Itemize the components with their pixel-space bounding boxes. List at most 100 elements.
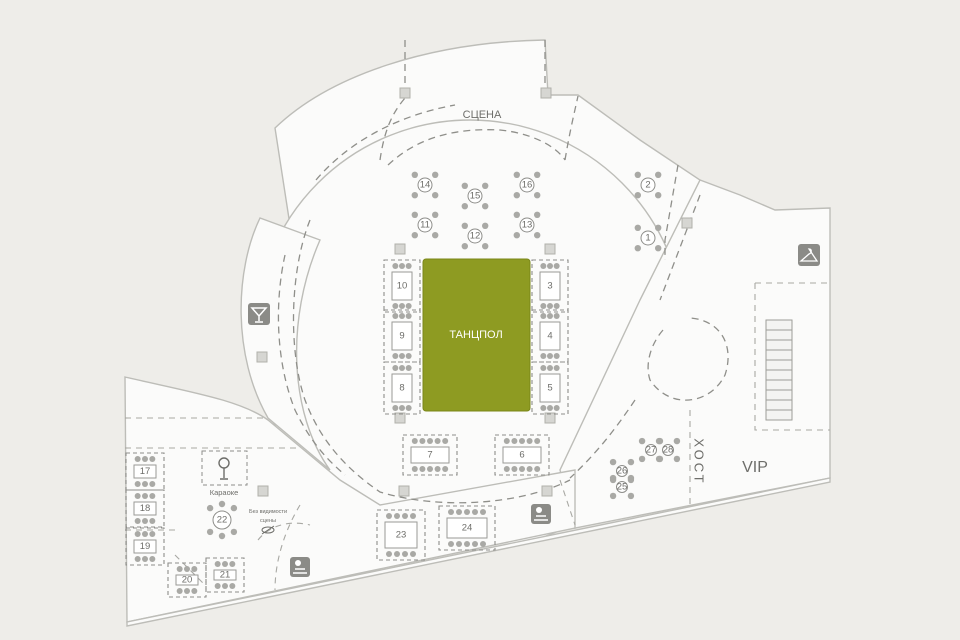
rect-table-21[interactable]: 21 <box>205 557 245 593</box>
round-table-15[interactable]: 15 <box>461 182 489 210</box>
seat <box>634 245 641 252</box>
rect-table-18[interactable]: 18 <box>125 489 165 528</box>
round-table-2[interactable]: 2 <box>634 171 662 199</box>
seat <box>411 466 418 472</box>
seat <box>142 518 148 524</box>
rect-table-10[interactable]: 10 <box>383 259 421 313</box>
round-table-16[interactable]: 16 <box>513 171 541 199</box>
seat <box>553 405 560 411</box>
round-table-11[interactable]: 11 <box>411 211 439 239</box>
round-table-28[interactable]: 28 <box>655 437 681 463</box>
seat <box>432 211 439 218</box>
table-top <box>467 228 483 244</box>
table-number: 19 <box>140 541 151 552</box>
table-number: 13 <box>522 220 533 231</box>
round-table-1[interactable]: 1 <box>634 224 662 252</box>
seat <box>673 437 681 445</box>
seat <box>655 455 663 463</box>
table-top <box>616 465 628 477</box>
seat <box>547 405 553 411</box>
rect-table-6[interactable]: 6 <box>494 434 550 476</box>
table-number: 11 <box>420 220 430 231</box>
seat <box>411 171 418 178</box>
seat <box>392 263 399 269</box>
seat <box>634 171 641 178</box>
round-table-12[interactable]: 12 <box>461 222 489 250</box>
rect-table-7[interactable]: 7 <box>402 434 458 476</box>
seat <box>411 438 418 444</box>
seat <box>519 466 525 472</box>
seat <box>442 466 449 472</box>
seat <box>405 263 412 269</box>
round-table-14[interactable]: 14 <box>411 171 439 199</box>
seat <box>149 531 156 537</box>
seat <box>134 481 141 487</box>
table-top <box>539 373 561 403</box>
table-number: 12 <box>470 231 481 242</box>
seat <box>392 365 399 371</box>
seat <box>472 509 478 515</box>
table-top <box>539 271 561 301</box>
seat <box>432 232 439 239</box>
seat <box>461 182 468 189</box>
seat <box>540 405 547 411</box>
seat <box>214 583 221 589</box>
table-top <box>391 271 413 301</box>
seat <box>655 192 662 199</box>
table-top <box>133 464 157 479</box>
seat <box>419 438 426 444</box>
seat <box>519 438 525 444</box>
seat <box>503 466 510 472</box>
seat <box>547 365 553 371</box>
seat <box>399 263 405 269</box>
no-view-label-2: сцены <box>260 518 276 524</box>
table-top <box>133 501 157 516</box>
seat <box>206 528 214 536</box>
dj-icon <box>531 504 551 524</box>
seat <box>218 500 226 508</box>
seat <box>230 528 238 536</box>
seat <box>673 455 681 463</box>
seat <box>655 224 662 231</box>
seat <box>411 192 418 199</box>
rect-table-20[interactable]: 20 <box>167 562 207 598</box>
cocktail-icon <box>248 303 270 325</box>
rect-table-3[interactable]: 3 <box>531 259 569 313</box>
rect-table-5[interactable]: 5 <box>531 361 569 415</box>
round-table-22[interactable]: 22 <box>206 500 238 540</box>
seat <box>184 588 190 594</box>
rect-table-24[interactable]: 24 <box>438 505 496 551</box>
table-top <box>384 521 418 549</box>
seat <box>655 245 662 252</box>
seat <box>472 541 478 547</box>
seat <box>513 211 520 218</box>
rect-table-19[interactable]: 19 <box>125 527 165 566</box>
seat <box>392 353 399 359</box>
seat <box>142 531 148 537</box>
table-number: 5 <box>547 383 552 394</box>
seat <box>427 438 433 444</box>
seat <box>149 481 156 487</box>
seat <box>392 303 399 309</box>
seat <box>142 481 148 487</box>
lounge-area <box>124 376 576 623</box>
seat <box>461 203 468 210</box>
rect-table-17[interactable]: 17 <box>125 452 165 491</box>
seat <box>134 556 141 562</box>
rect-table-23[interactable]: 23 <box>376 509 426 561</box>
sofa-outline <box>376 509 426 561</box>
round-table-25[interactable]: 25 <box>609 474 635 500</box>
table-number: 2 <box>645 180 650 191</box>
table-number: 8 <box>399 383 404 394</box>
seat <box>394 513 400 519</box>
rect-table-8[interactable]: 8 <box>383 361 421 415</box>
sofa-outline <box>125 452 165 491</box>
seat <box>176 588 183 594</box>
table-number: 14 <box>420 180 431 191</box>
table-number: 26 <box>617 466 628 477</box>
seat <box>411 232 418 239</box>
seat <box>191 588 198 594</box>
round-table-13[interactable]: 13 <box>513 211 541 239</box>
dancefloor[interactable]: ТАНЦПОЛ <box>422 258 531 412</box>
